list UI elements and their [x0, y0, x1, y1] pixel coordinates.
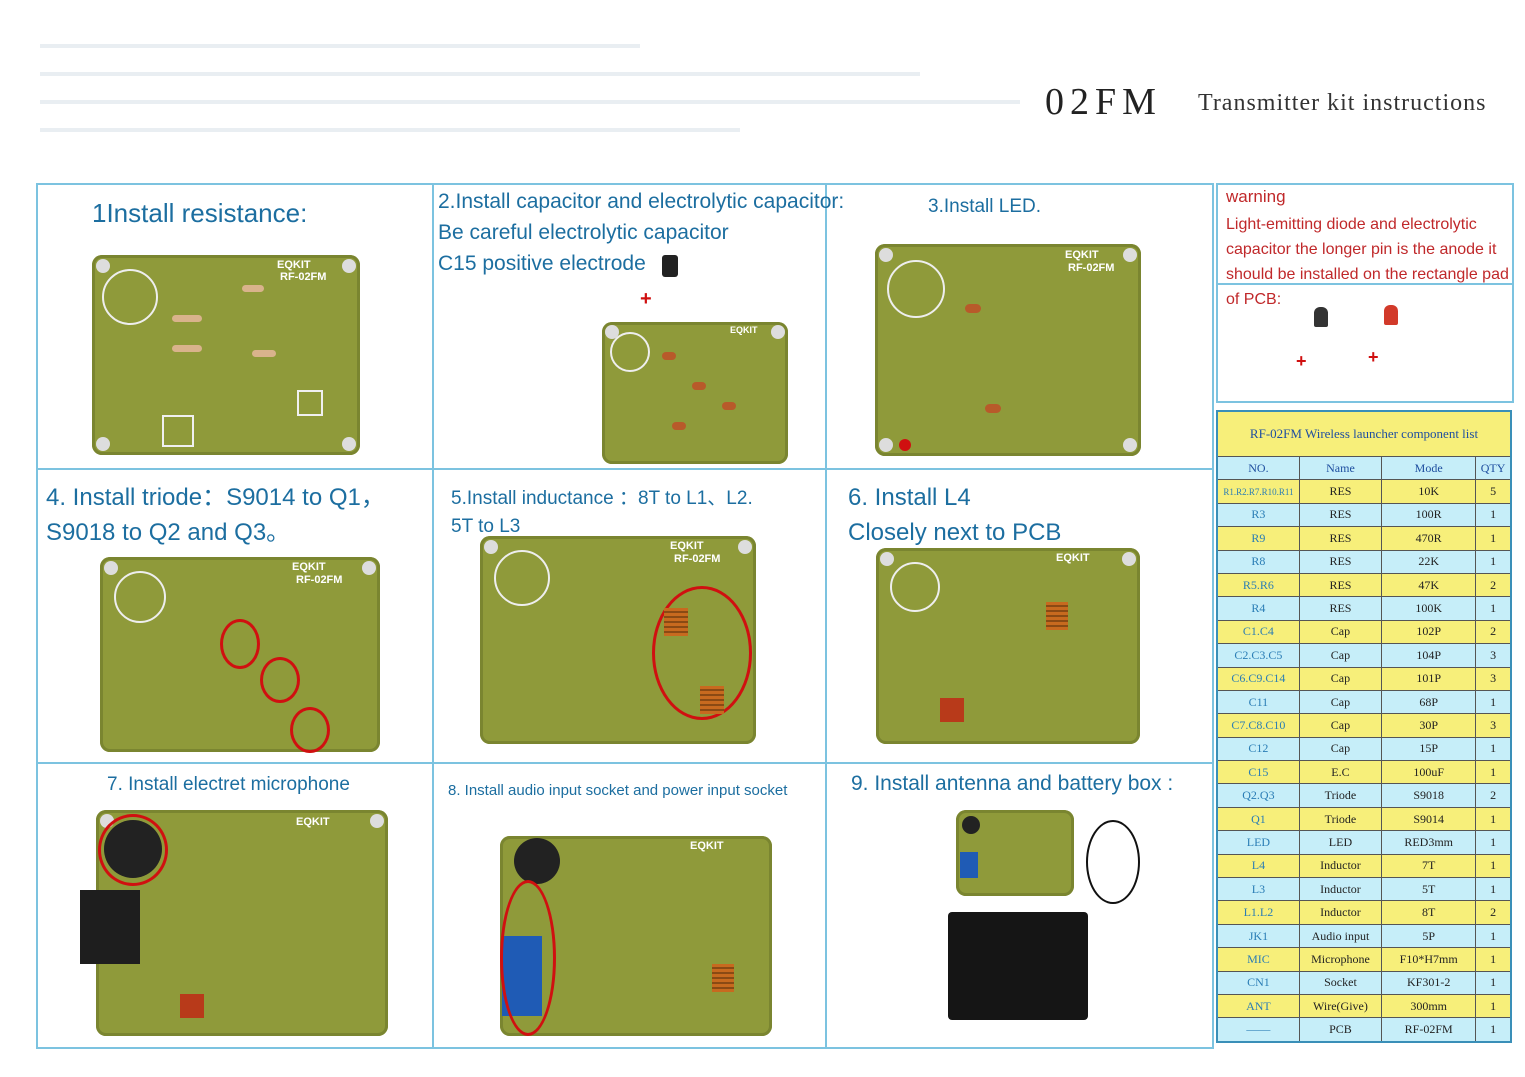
step-4-label: 4. Install triode：S9014 to Q1，S9018 to Q…: [46, 484, 385, 546]
table-header-name: Name: [1298, 455, 1383, 481]
faded-text-line: [40, 100, 1020, 104]
faded-text-line: [40, 128, 740, 132]
faded-text-line: [40, 72, 920, 76]
grid-divider: [36, 762, 1212, 764]
step-1-label: 1Install resistance:: [92, 198, 308, 228]
step-9-label: 9. Install antenna and battery box :: [851, 772, 1174, 795]
step-8-label: 8. Install audio input socket and power …: [448, 782, 788, 799]
grid-divider: [432, 183, 434, 1047]
warning-text: Light-emitting diode and electrolytic ca…: [1226, 216, 1509, 308]
pcb-photo-step-8: EQKIT: [500, 836, 772, 1036]
step-3-label: 3.Install LED.: [928, 196, 1041, 217]
faded-text-line: [40, 44, 640, 48]
grid-divider: [825, 183, 827, 1047]
pcb-photo-step-2: EQKIT: [602, 322, 788, 464]
page-title: 02FM: [1045, 81, 1162, 123]
capacitor-photo: [662, 255, 678, 277]
led-dark-photo: [1314, 307, 1328, 327]
pcb-photo-step-4: EQKIT RF-02FM: [100, 557, 380, 753]
battery-box-photo: [948, 912, 1088, 1020]
pcb-photo-step-5: EQKIT RF-02FM: [480, 536, 756, 744]
pcb-photo-step-7: EQKIT: [80, 810, 388, 1036]
step-7-label: 7. Install electret microphone: [107, 774, 350, 795]
anode-mark: +: [1368, 347, 1379, 367]
led-red-photo: [1384, 305, 1398, 325]
table-header-qty: QTY: [1475, 455, 1512, 481]
grid-divider: [36, 468, 1212, 470]
pcb-photo-step-1: EQKIT RF-02FM: [92, 255, 360, 455]
page-subtitle: Transmitter kit instructions: [1198, 90, 1487, 116]
antenna-wire: [1086, 820, 1140, 904]
component-list-table: RF-02FM Wireless launcher component list…: [1216, 410, 1512, 1043]
step-2-label: 2.Install capacitor and electrolytic cap…: [438, 190, 845, 275]
table-caption: RF-02FM Wireless launcher component list: [1216, 410, 1512, 457]
pcb-photo-step-6: EQKIT: [876, 548, 1140, 744]
pcb-photo-step-3: EQKIT RF-02FM: [875, 244, 1141, 456]
anode-mark: +: [1296, 351, 1307, 371]
positive-mark: +: [640, 288, 652, 310]
table-header-no: NO.: [1216, 455, 1300, 481]
table-header-mode: Mode: [1381, 455, 1477, 481]
step-5-label: 5.Install inductance ：8T to L1、L2.5T to …: [451, 488, 753, 537]
warning-panel: warning Light-emitting diode and electro…: [1216, 183, 1514, 403]
warning-title: warning: [1226, 187, 1286, 206]
pcb-photo-step-9: [956, 810, 1074, 896]
instruction-grid: [36, 183, 1214, 1049]
